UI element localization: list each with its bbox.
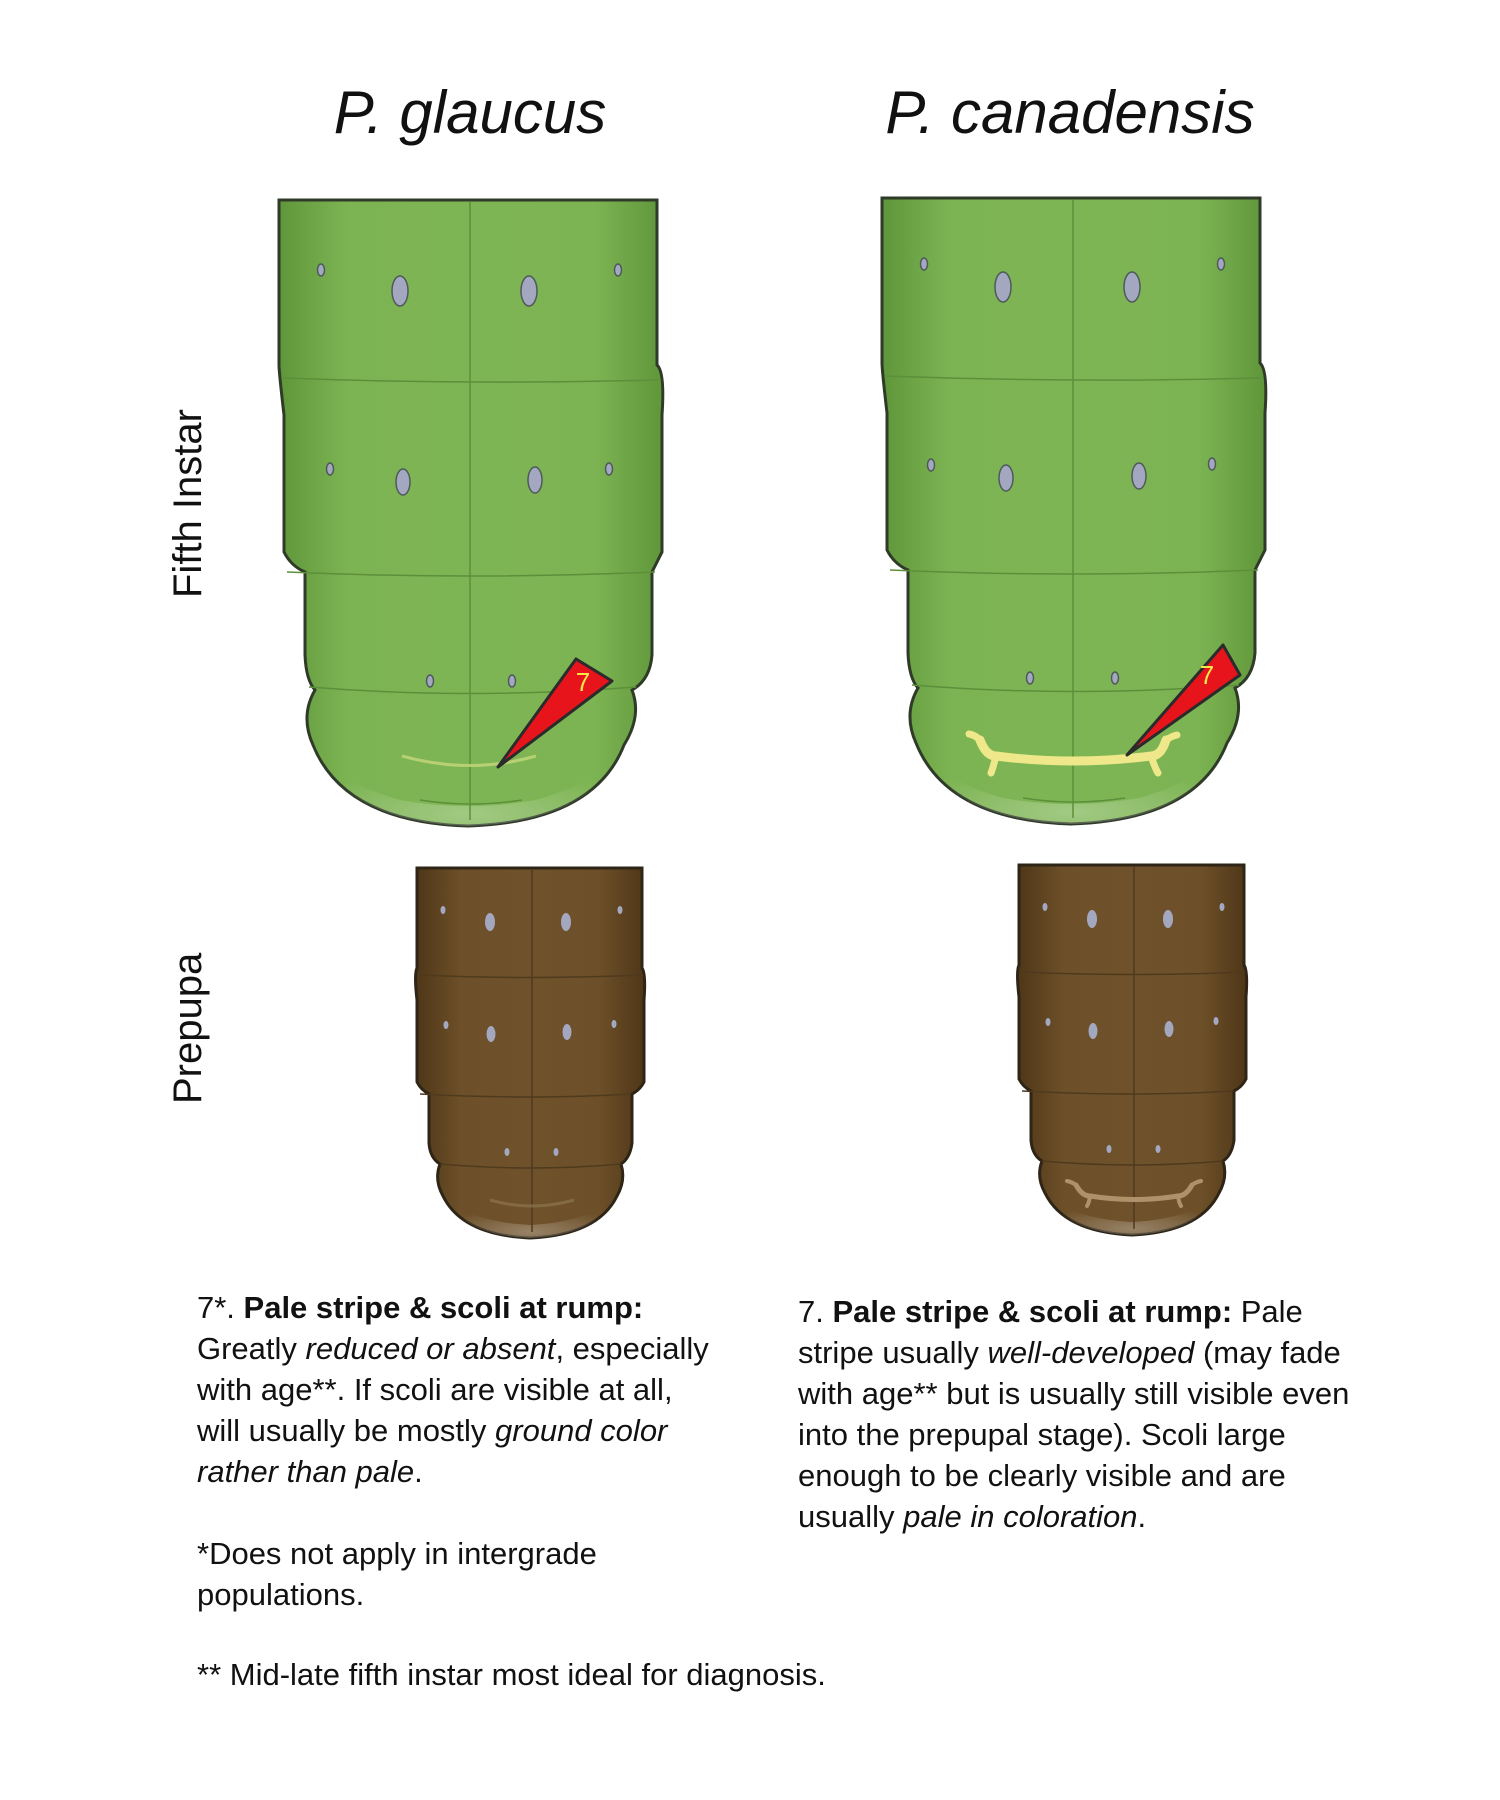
note-glaucus: 7*. Pale stripe & scoli at rump:Greatly … [197,1287,717,1615]
prepupa-body [416,868,645,1238]
note-glaucus-text: 7*. Pale stripe & scoli at rump:Greatly … [197,1287,717,1492]
canadensis-fifth-instar: 7 [882,198,1266,824]
note-number: 7. [798,1294,832,1329]
caterpillar-body [279,200,663,826]
prepupa-body [1018,865,1247,1235]
note-footnote: *Does not apply in intergrade population… [197,1533,717,1615]
note-number: 7*. [197,1290,244,1325]
note-emphasis: reduced or absent [306,1331,556,1366]
note-text: . [414,1454,423,1489]
note-emphasis: well-developed [988,1335,1195,1370]
glaucus-fifth-instar: 7 [279,200,663,826]
svg-text:7: 7 [1200,660,1214,690]
note-text: Greatly [197,1331,306,1366]
glaucus-prepupa [416,868,645,1238]
note-heading: Pale stripe & scoli at rump: [832,1294,1232,1329]
note-canadensis: 7. Pale stripe & scoli at rump: Pale str… [798,1291,1368,1537]
note-emphasis: pale in coloration [903,1499,1137,1534]
bottom-footnote: ** Mid-late fifth instar most ideal for … [197,1657,826,1693]
caterpillar-body [882,198,1266,824]
svg-text:7: 7 [576,667,590,697]
note-heading: Pale stripe & scoli at rump: [244,1290,644,1325]
note-canadensis-text: 7. Pale stripe & scoli at rump: Pale str… [798,1291,1368,1537]
canadensis-prepupa [1018,865,1247,1235]
note-text: . [1138,1499,1147,1534]
